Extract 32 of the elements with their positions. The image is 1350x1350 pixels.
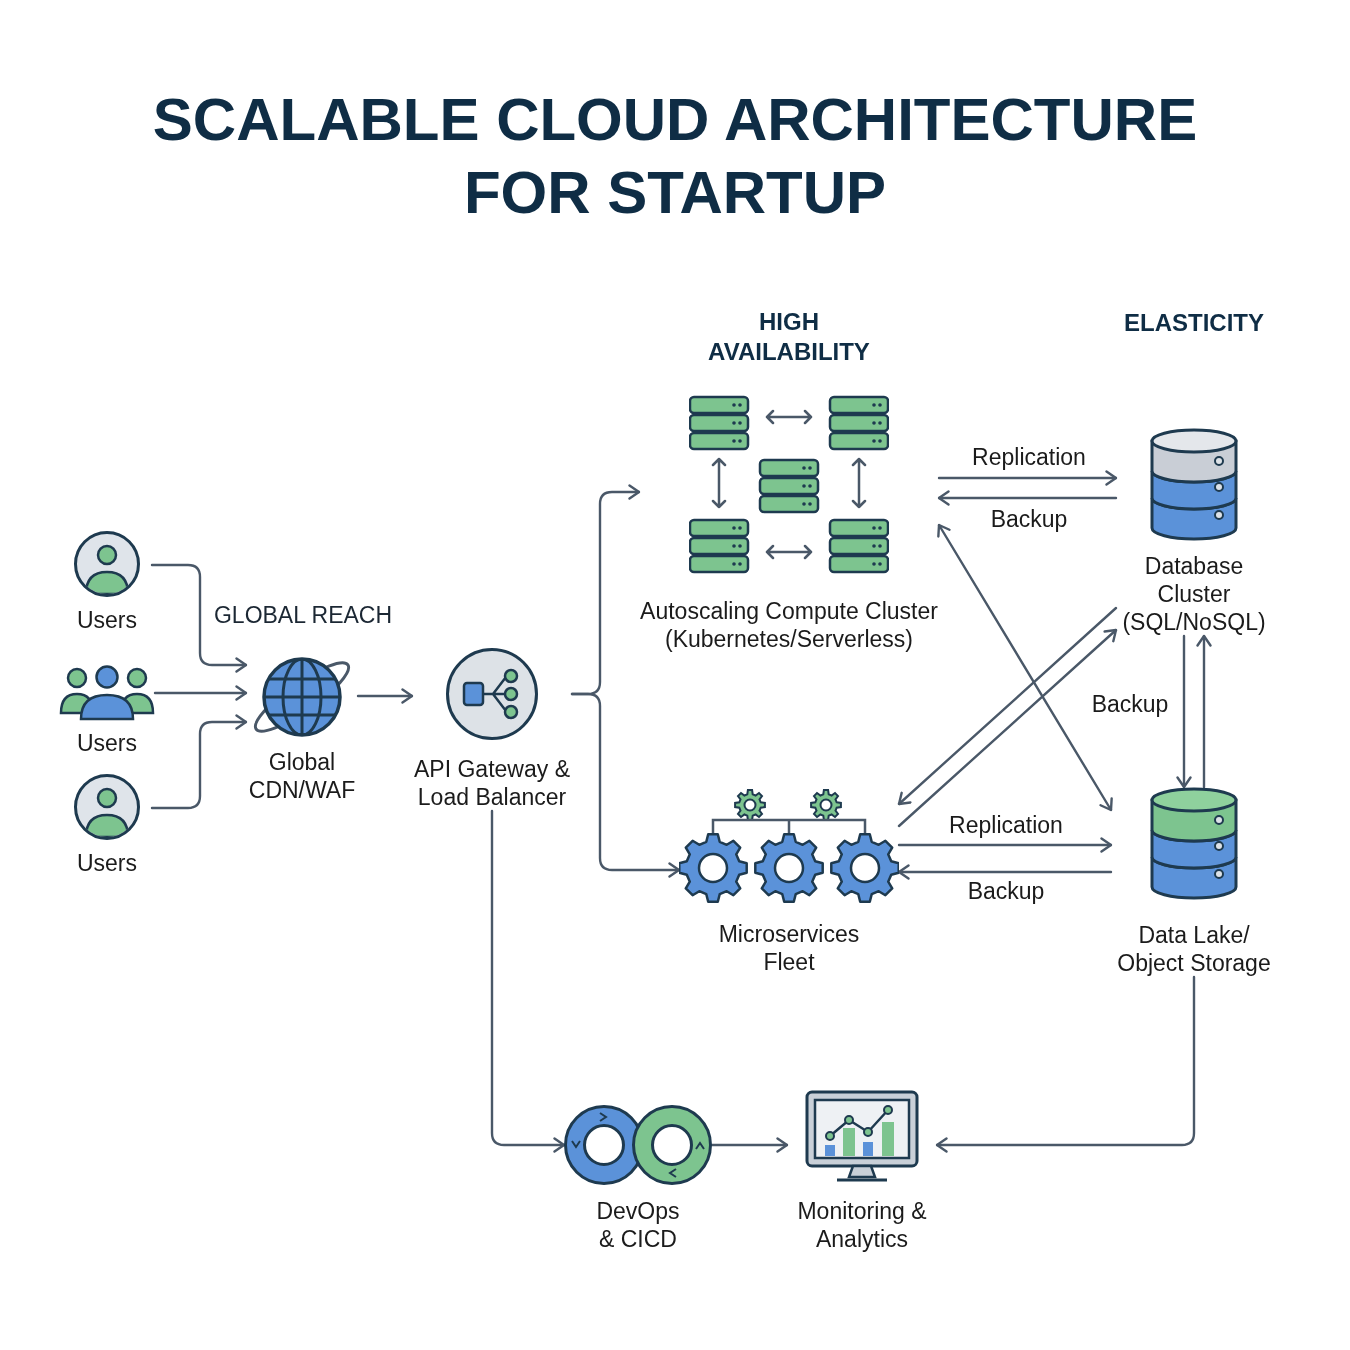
arrow — [937, 470, 1118, 486]
arrow — [490, 809, 566, 1153]
node-label: DevOps & CICD — [595, 1197, 681, 1253]
section-heading: HIGH AVAILABILITY — [707, 307, 871, 367]
node-label: Microservices Fleet — [717, 920, 861, 976]
arrow — [570, 692, 681, 878]
arrow — [710, 1137, 789, 1153]
node-label: Monitoring & Analytics — [796, 1197, 928, 1253]
node-label: Data Lake/ Object Storage — [1116, 921, 1272, 977]
arrow — [897, 864, 1113, 880]
section-heading: ELASTICITY — [1123, 308, 1265, 338]
node-label: API Gateway & Load Balancer — [413, 755, 571, 811]
node-label: Users — [75, 606, 139, 634]
arrow — [153, 685, 248, 701]
node-label: Users — [75, 849, 139, 877]
node-label: Autoscaling Compute Cluster (Kubernetes/Serverless) — [639, 597, 939, 653]
arrow — [150, 563, 248, 673]
arrow — [935, 975, 1196, 1153]
arrow — [937, 523, 1113, 812]
arrow — [1196, 634, 1212, 789]
node-label: Global CDN/WAF — [247, 748, 357, 804]
arrow — [937, 490, 1118, 506]
arrow — [897, 606, 1118, 806]
arrow — [356, 688, 414, 704]
section-heading: GLOBAL REACH — [212, 601, 394, 630]
node-label: Users — [75, 729, 139, 757]
node-label: Database Cluster (SQL/NoSQL) — [1121, 552, 1267, 636]
diagram-title: SCALABLE CLOUD ARCHITECTURE FOR STARTUP — [151, 85, 1199, 228]
arrow — [150, 714, 248, 810]
arrow — [1176, 634, 1192, 789]
arrow — [897, 837, 1113, 853]
arrow — [897, 628, 1118, 828]
